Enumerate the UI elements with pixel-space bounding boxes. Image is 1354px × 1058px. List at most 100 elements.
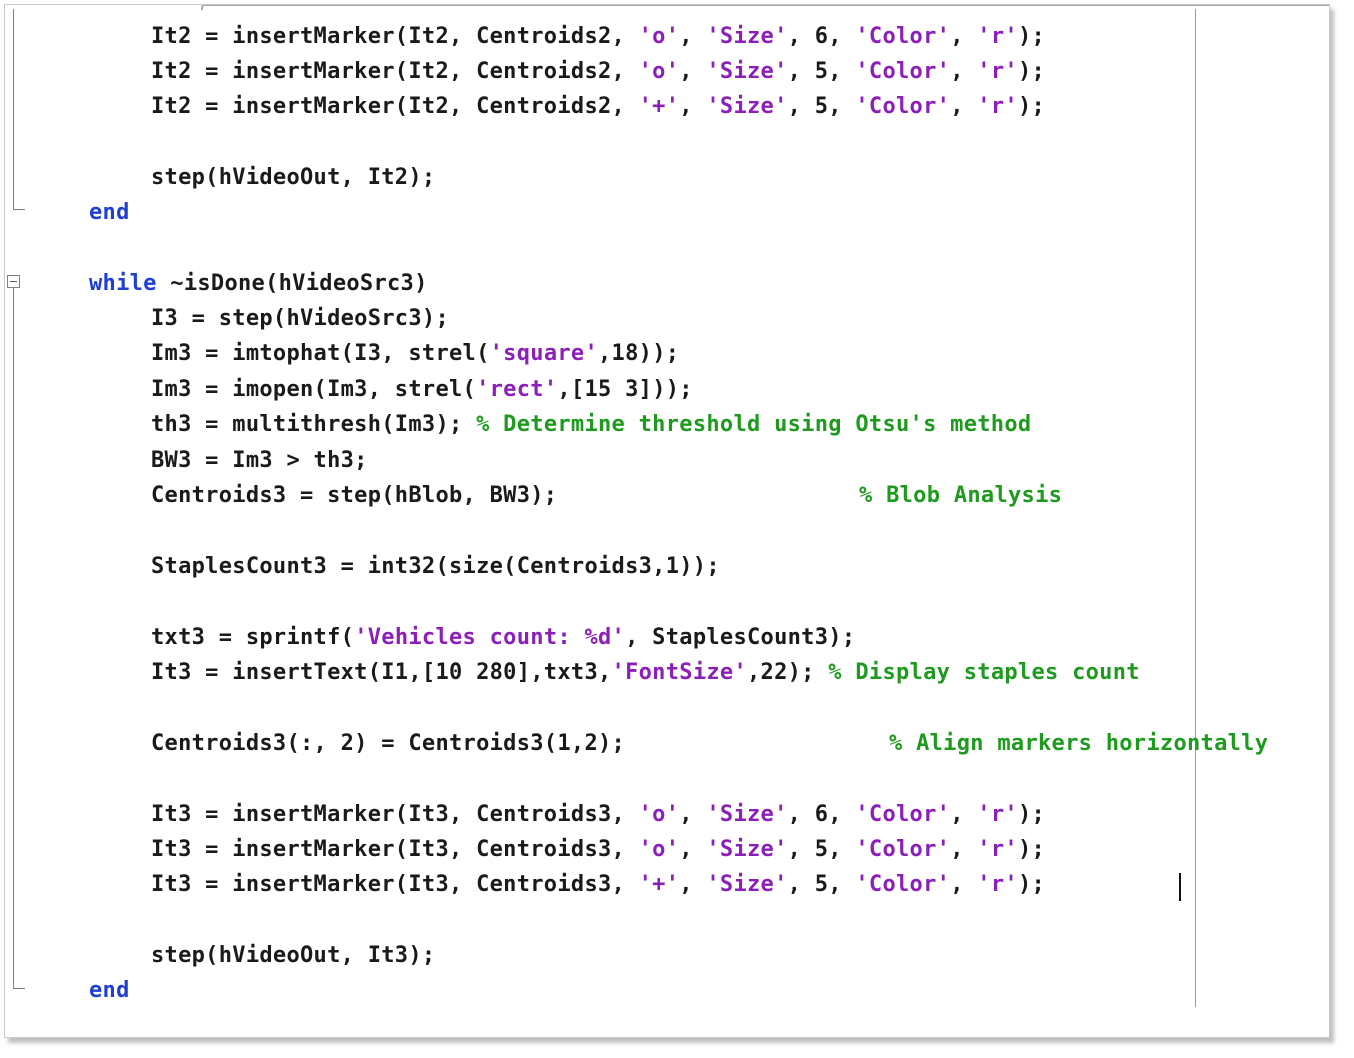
text-cursor [1179, 873, 1181, 901]
code-token: ); [1017, 837, 1046, 862]
code-line: It3 = insertMarker(It3, Centroids3, '+',… [151, 871, 1045, 899]
code-token: It3 = insertText(I1,[10 280],txt3, [151, 660, 612, 685]
code-token: ,18)); [598, 341, 680, 366]
code-token: 'o' [638, 802, 680, 827]
code-token: txt3 = sprintf( [151, 625, 355, 650]
code-area[interactable]: It2 = insertMarker(It2, Centroids2, 'o',… [5, 5, 1329, 1037]
code-token: 'Size' [706, 802, 788, 827]
code-token: , [950, 802, 978, 827]
code-token: , [679, 94, 707, 119]
code-token: 'Color' [855, 837, 951, 862]
code-token: 'o' [638, 59, 680, 84]
code-token: end [89, 978, 130, 1003]
code-token: ,22); [747, 660, 829, 685]
code-editor[interactable]: It2 = insertMarker(It2, Centroids2, 'o',… [4, 4, 1330, 1038]
code-token: It2 = insertMarker(It2, Centroids2, [151, 94, 639, 119]
code-line: while ~isDone(hVideoSrc3) [89, 270, 428, 298]
code-token: , 5, [787, 837, 856, 862]
code-token: 'Color' [855, 94, 951, 119]
code-token: , 6, [787, 24, 856, 49]
code-token: Im3 = imopen(Im3, strel( [151, 377, 477, 402]
code-line: I3 = step(hVideoSrc3); [151, 305, 449, 333]
fold-line-top [13, 9, 14, 209]
code-token: 'Color' [855, 24, 951, 49]
code-line: It2 = insertMarker(It2, Centroids2, 'o',… [151, 23, 1045, 51]
code-line: end [89, 977, 130, 1005]
code-token: , [679, 802, 707, 827]
code-token: It2 = insertMarker(It2, Centroids2, [151, 59, 639, 84]
code-token: 'r' [977, 872, 1018, 897]
code-token: 'r' [977, 59, 1018, 84]
code-line: It3 = insertMarker(It3, Centroids3, 'o',… [151, 836, 1045, 864]
code-token: Centroids3(:, 2) = Centroids3(1,2); [151, 731, 626, 756]
code-line: Im3 = imopen(Im3, strel('rect',[15 3])); [151, 376, 693, 404]
code-token: It2 = insertMarker(It2, Centroids2, [151, 24, 639, 49]
code-line: StaplesCount3 = int32(size(Centroids3,1)… [151, 553, 720, 581]
code-token: It3 = insertMarker(It3, Centroids3, [151, 837, 639, 862]
code-line: It3 = insertText(I1,[10 280],txt3,'FontS… [151, 659, 1140, 687]
code-token: , StaplesCount3); [625, 625, 856, 650]
code-token: '+' [638, 94, 680, 119]
code-token: , [679, 59, 707, 84]
code-line: step(hVideoOut, It2); [151, 164, 435, 192]
code-token: , [950, 872, 978, 897]
code-token: % Align markers horizontally [889, 731, 1269, 756]
code-token: BW3 = Im3 > th3; [151, 448, 368, 473]
code-token: step(hVideoOut, It2); [151, 165, 436, 190]
code-token: 'o' [638, 24, 680, 49]
code-token: '+' [638, 872, 680, 897]
code-line: Centroids3 = step(hBlob, BW3); % Blob Ana… [151, 482, 1062, 510]
code-token: 'rect' [476, 377, 558, 402]
code-token: , [950, 837, 978, 862]
right-margin-guide [1195, 9, 1196, 1007]
code-line: It2 = insertMarker(It2, Centroids2, 'o',… [151, 58, 1045, 86]
code-line: It3 = insertMarker(It3, Centroids3, 'o',… [151, 801, 1045, 829]
code-token: StaplesCount3 = int32(size(Centroids3,1)… [151, 554, 720, 579]
code-token: 'square' [489, 341, 599, 366]
code-token: 'Size' [706, 59, 788, 84]
code-token: 'r' [977, 802, 1018, 827]
code-token: , [950, 94, 978, 119]
code-line: th3 = multithresh(Im3); % Determine thre… [151, 411, 1031, 439]
code-token: , [679, 837, 707, 862]
code-line: end [89, 199, 130, 227]
code-token: Im3 = imtophat(I3, strel( [151, 341, 490, 366]
code-token: I3 = step(hVideoSrc3); [151, 306, 449, 331]
code-line: txt3 = sprintf('Vehicles count: %d', Sta… [151, 624, 855, 652]
code-token: 'r' [977, 24, 1018, 49]
code-token: Centroids3 = step(hBlob, BW3); [151, 483, 558, 508]
code-token: 'Color' [855, 802, 951, 827]
code-token: % Display staples count [828, 660, 1140, 685]
code-token: % Blob Analysis [859, 483, 1063, 508]
code-token: ); [1017, 59, 1046, 84]
code-token: , 5, [787, 872, 856, 897]
code-token: step(hVideoOut, It3); [151, 943, 436, 968]
code-token: , [950, 24, 978, 49]
code-token: th3 = multithresh(Im3); [151, 412, 477, 437]
code-token: , 5, [787, 59, 856, 84]
collapse-fold-icon[interactable] [7, 275, 20, 288]
code-token: , [679, 872, 707, 897]
code-line: It2 = insertMarker(It2, Centroids2, '+',… [151, 93, 1045, 121]
code-token: , [679, 24, 707, 49]
code-token: 'Color' [855, 59, 951, 84]
code-token: 'o' [638, 837, 680, 862]
code-token: 'r' [977, 94, 1018, 119]
fold-end-top [13, 209, 25, 210]
fold-line-while [13, 288, 14, 988]
code-line: Centroids3(:, 2) = Centroids3(1,2); % Ali… [151, 730, 1268, 758]
code-token: ); [1017, 802, 1046, 827]
code-token: 'Vehicles count: %d' [354, 625, 626, 650]
code-token: ); [1017, 94, 1046, 119]
editor-tab-edge [201, 5, 1329, 10]
code-token: 'Color' [855, 872, 951, 897]
code-token: , 6, [787, 802, 856, 827]
code-token: 'r' [977, 837, 1018, 862]
code-token: 'FontSize' [611, 660, 747, 685]
code-token: , 5, [787, 94, 856, 119]
code-token: 'Size' [706, 872, 788, 897]
fold-end-while [13, 988, 25, 989]
code-token: It3 = insertMarker(It3, Centroids3, [151, 802, 639, 827]
code-token: ); [1017, 872, 1046, 897]
code-token: end [89, 200, 130, 225]
